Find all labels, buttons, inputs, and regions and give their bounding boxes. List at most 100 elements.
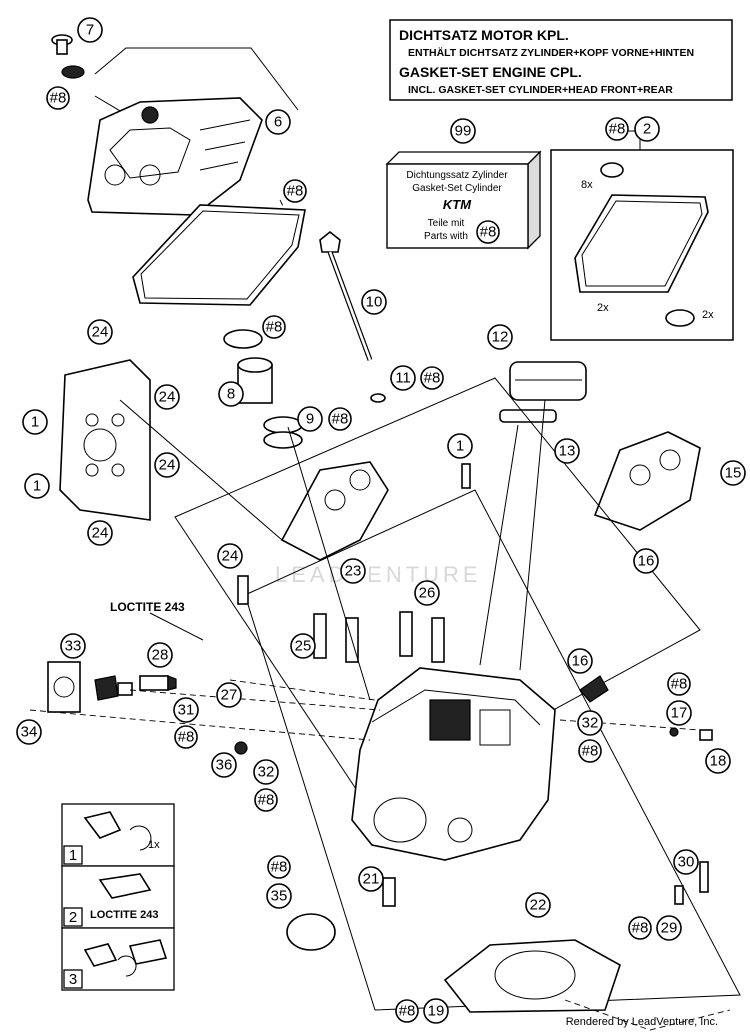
- screw-1: [461, 463, 471, 489]
- callout-18[interactable]: 18: [705, 748, 731, 774]
- callout-8-ref[interactable]: #8: [395, 999, 419, 1023]
- svg-text:#8: #8: [671, 676, 688, 693]
- callout-28[interactable]: 28: [147, 642, 173, 668]
- callout-8-ref[interactable]: #8: [328, 407, 352, 431]
- callout-27[interactable]: 27: [216, 682, 242, 708]
- callout-8-ref[interactable]: #8: [578, 739, 602, 763]
- svg-text:24: 24: [92, 525, 109, 542]
- callout-24[interactable]: 24: [87, 520, 113, 546]
- svg-text:99: 99: [455, 123, 472, 140]
- valve-cover-gasket: [132, 204, 306, 306]
- callout-15[interactable]: 15: [720, 460, 746, 486]
- callout-1[interactable]: 1: [22, 409, 48, 435]
- callout-34[interactable]: 34: [16, 719, 42, 745]
- watermark: LEADVENTURE: [275, 562, 482, 587]
- callout-9[interactable]: 9: [297, 406, 323, 432]
- svg-text:15: 15: [725, 465, 742, 482]
- svg-text:35: 35: [271, 888, 288, 905]
- svg-text:17: 17: [671, 705, 688, 722]
- callout-32[interactable]: 32: [577, 710, 603, 736]
- callout-8-ref[interactable]: #8: [283, 179, 307, 203]
- callout-8-ref[interactable]: #8: [267, 855, 291, 879]
- loctite-label: LOCTITE 243: [110, 600, 185, 614]
- svg-text:27: 27: [221, 687, 238, 704]
- cylinder-gasket-kit: Dichtungssatz Zylinder Gasket-Set Cylind…: [385, 118, 542, 250]
- temperature-sensor: [139, 675, 177, 691]
- callout-24[interactable]: 24: [154, 384, 180, 410]
- chain-tensioner: [47, 661, 133, 713]
- valve-cover: [87, 97, 263, 216]
- callout-8-ref[interactable]: #8: [174, 725, 198, 749]
- callout-19[interactable]: 19: [423, 998, 449, 1024]
- callout-26[interactable]: 26: [414, 580, 440, 606]
- svg-text:#8: #8: [287, 183, 304, 200]
- callout-8-ref[interactable]: #8: [254, 788, 278, 812]
- callout-10[interactable]: 10: [361, 289, 387, 315]
- screw-30: [699, 861, 709, 893]
- svg-text:25: 25: [295, 638, 312, 655]
- callout-8-ref[interactable]: #8: [46, 86, 70, 110]
- callout-99[interactable]: 99: [450, 118, 476, 144]
- kit-line3: Teile mit: [428, 218, 465, 229]
- valve-guides: [313, 611, 445, 663]
- cylinder-head: [351, 667, 556, 861]
- callout-8-ref[interactable]: #8: [262, 315, 286, 339]
- callout-6[interactable]: 6: [265, 109, 291, 135]
- washer-17: [669, 727, 679, 737]
- plug-36: [234, 741, 248, 755]
- camshaft-carrier-plate: [59, 359, 151, 521]
- gasket-box-line1: DICHTSATZ MOTOR KPL.: [399, 27, 569, 43]
- callout-11[interactable]: 11: [390, 365, 416, 391]
- callout-1[interactable]: 1: [447, 433, 473, 459]
- callout-32[interactable]: 32: [253, 759, 279, 785]
- svg-text:#8: #8: [332, 411, 349, 428]
- svg-text:24: 24: [159, 389, 176, 406]
- callout-22[interactable]: 22: [525, 892, 551, 918]
- callout-8-ref[interactable]: #8: [420, 366, 444, 390]
- callout-23[interactable]: 23: [340, 558, 366, 584]
- footer-credit: Rendered by LeadVenture, Inc.: [566, 1016, 718, 1028]
- callout-35[interactable]: 35: [266, 883, 292, 909]
- callout-24[interactable]: 24: [154, 452, 180, 478]
- callout-1[interactable]: 1: [24, 473, 50, 499]
- callout-17[interactable]: 17: [666, 700, 692, 726]
- svg-text:24: 24: [222, 548, 239, 565]
- callout-21[interactable]: 21: [358, 866, 384, 892]
- callout-16[interactable]: 16: [633, 548, 659, 574]
- callout-16[interactable]: 16: [567, 648, 593, 674]
- callout-8-ref[interactable]: #8: [628, 916, 652, 940]
- step-2-number: 2: [69, 909, 77, 926]
- gasket-box-line3: GASKET-SET ENGINE CPL.: [399, 64, 582, 80]
- callout-33[interactable]: 33: [60, 633, 86, 659]
- callout-12[interactable]: 12: [487, 324, 513, 350]
- svg-text:32: 32: [258, 764, 275, 781]
- kit-line1: Dichtungssatz Zylinder: [406, 170, 508, 181]
- callout-2-ref[interactable]: #8: [605, 117, 629, 141]
- gasket-box-line4: INCL. GASKET-SET CYLINDER+HEAD FRONT+REA…: [408, 84, 673, 96]
- callout-24[interactable]: 24: [217, 543, 243, 569]
- intake-clamp: [499, 409, 557, 423]
- callout-13[interactable]: 13: [554, 438, 580, 464]
- callout-24[interactable]: 24: [87, 319, 113, 345]
- spark-plug-right: [579, 675, 609, 703]
- svg-text:32: 32: [582, 715, 599, 732]
- callout-8[interactable]: 8: [218, 381, 244, 407]
- callout-kit-ref[interactable]: #8: [476, 220, 500, 244]
- callout-8-ref[interactable]: #8: [667, 672, 691, 696]
- callout-2[interactable]: 2: [634, 116, 660, 142]
- svg-text:13: 13: [559, 443, 576, 460]
- svg-text:8: 8: [227, 386, 235, 403]
- callout-36[interactable]: 36: [211, 752, 237, 778]
- callout-7[interactable]: 7: [77, 17, 103, 43]
- seal-ring: [223, 329, 263, 349]
- callout-31[interactable]: 31: [173, 697, 199, 723]
- assembly-outline-lower: [244, 489, 741, 1011]
- callout-30[interactable]: 30: [673, 849, 699, 875]
- callout-29[interactable]: 29: [656, 915, 682, 941]
- svg-text:#8: #8: [399, 1003, 416, 1020]
- callout-25[interactable]: 25: [290, 633, 316, 659]
- head-bolt: [319, 230, 386, 403]
- svg-text:#8: #8: [480, 224, 497, 241]
- svg-text:#8: #8: [266, 319, 283, 336]
- plug-18: [699, 729, 713, 741]
